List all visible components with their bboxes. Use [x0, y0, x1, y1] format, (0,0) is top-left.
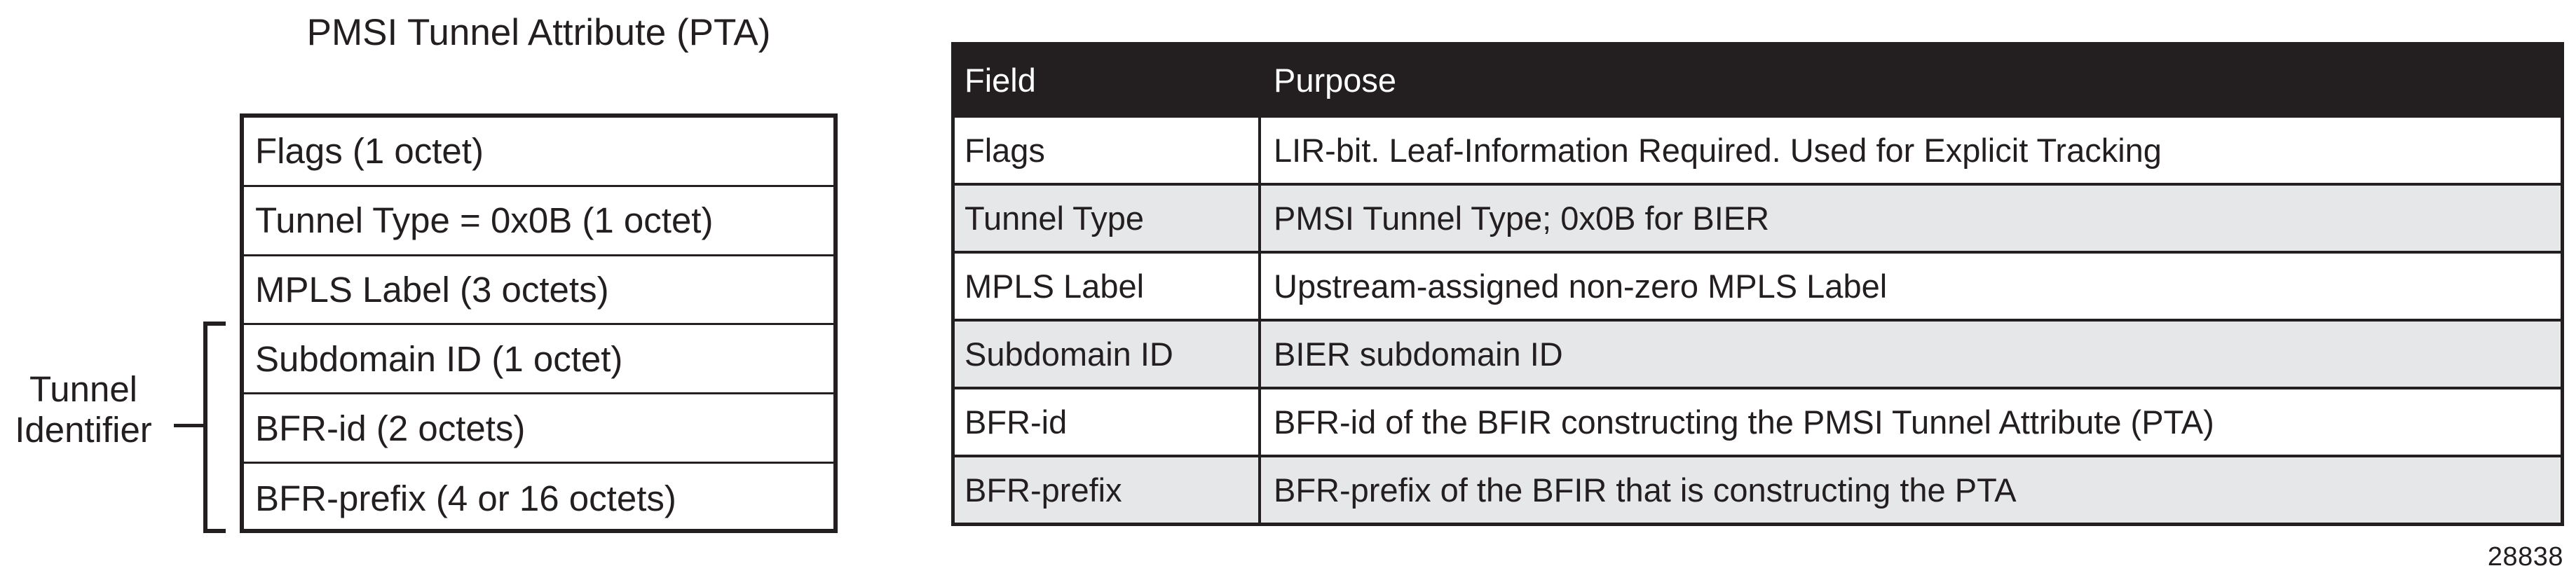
table-row: Tunnel Type PMSI Tunnel Type; 0x0B for B…	[955, 183, 2561, 251]
table-row: BFR-prefix BFR-prefix of the BFIR that i…	[955, 455, 2561, 523]
table-cell-field: Tunnel Type	[955, 186, 1261, 251]
table-row: Flags LIR-bit. Leaf-Information Required…	[955, 115, 2561, 183]
table-row: MPLS Label Upstream-assigned non-zero MP…	[955, 251, 2561, 319]
table-header-cell-field: Field	[955, 46, 1261, 115]
pta-field-label: MPLS Label (3 octets)	[255, 269, 609, 310]
field-purpose-label: LIR-bit. Leaf-Information Required. Used…	[1274, 132, 2162, 169]
tunnel-identifier-label: Tunnel Identifier	[4, 369, 163, 450]
table-cell-field: Subdomain ID	[955, 322, 1261, 387]
pta-field-label: Tunnel Type = 0x0B (1 octet)	[255, 200, 714, 241]
field-name-label: BFR-prefix	[965, 471, 1122, 509]
field-name-label: MPLS Label	[965, 268, 1145, 305]
table-cell-field: BFR-prefix	[955, 457, 1261, 523]
field-purpose-label: BFR-prefix of the BFIR that is construct…	[1274, 471, 2017, 509]
table-cell-purpose: BFR-id of the BFIR constructing the PMSI…	[1261, 389, 2561, 455]
pta-field-row: Tunnel Type = 0x0B (1 octet)	[244, 187, 833, 256]
table-cell-purpose: BIER subdomain ID	[1261, 322, 2561, 387]
field-purpose-label: BIER subdomain ID	[1274, 336, 1563, 373]
pta-field-label: Subdomain ID (1 octet)	[255, 338, 623, 379]
pta-field-row: Subdomain ID (1 octet)	[244, 325, 833, 395]
table-cell-purpose: BFR-prefix of the BFIR that is construct…	[1261, 457, 2561, 523]
field-purpose-table: Field Purpose Flags LIR-bit. Leaf-Inform…	[951, 42, 2564, 526]
figure-number: 28838	[2487, 542, 2563, 572]
pta-field-row: Flags (1 octet)	[244, 118, 833, 187]
field-purpose-label: BFR-id of the BFIR constructing the PMSI…	[1274, 403, 2214, 441]
table-cell-purpose: PMSI Tunnel Type; 0x0B for BIER	[1261, 186, 2561, 251]
table-cell-field: BFR-id	[955, 389, 1261, 455]
column-header-label: Purpose	[1274, 62, 1397, 99]
pta-field-label: Flags (1 octet)	[255, 131, 484, 172]
table-cell-field: Flags	[955, 118, 1261, 183]
tunnel-identifier-leader-line	[174, 424, 206, 427]
table-cell-purpose: Upstream-assigned non-zero MPLS Label	[1261, 254, 2561, 319]
tunnel-identifier-label-line1: Tunnel	[29, 369, 138, 409]
column-header-label: Field	[965, 62, 1036, 99]
pta-field-label: BFR-id (2 octets)	[255, 408, 526, 448]
tunnel-identifier-label-line2: Identifier	[15, 410, 152, 450]
pta-packet-format-figure: PMSI Tunnel Attribute (PTA) Flags (1 oct…	[0, 0, 883, 580]
field-name-label: Flags	[965, 132, 1045, 169]
table-row: BFR-id BFR-id of the BFIR constructing t…	[955, 387, 2561, 455]
pta-field-row: BFR-id (2 octets)	[244, 394, 833, 464]
pta-field-row: BFR-prefix (4 or 16 octets)	[244, 464, 833, 533]
table-cell-field: MPLS Label	[955, 254, 1261, 319]
field-name-label: Tunnel Type	[965, 200, 1145, 237]
table-cell-purpose: LIR-bit. Leaf-Information Required. Used…	[1261, 118, 2561, 183]
field-name-label: BFR-id	[965, 403, 1068, 441]
field-purpose-label: Upstream-assigned non-zero MPLS Label	[1274, 268, 1888, 305]
table-header-row: Field Purpose	[955, 46, 2561, 115]
pta-figure-title: PMSI Tunnel Attribute (PTA)	[306, 12, 771, 53]
table-row: Subdomain ID BIER subdomain ID	[955, 319, 2561, 387]
field-name-label: Subdomain ID	[965, 336, 1173, 373]
pta-field-row: MPLS Label (3 octets)	[244, 256, 833, 326]
tunnel-identifier-bracket-icon	[203, 322, 226, 533]
pta-field-stack: Flags (1 octet) Tunnel Type = 0x0B (1 oc…	[240, 113, 838, 533]
table-header-cell-purpose: Purpose	[1261, 46, 2561, 115]
field-purpose-label: PMSI Tunnel Type; 0x0B for BIER	[1274, 200, 1770, 237]
pta-field-label: BFR-prefix (4 or 16 octets)	[255, 478, 676, 518]
tunnel-identifier-annotation: Tunnel Identifier	[0, 319, 240, 536]
